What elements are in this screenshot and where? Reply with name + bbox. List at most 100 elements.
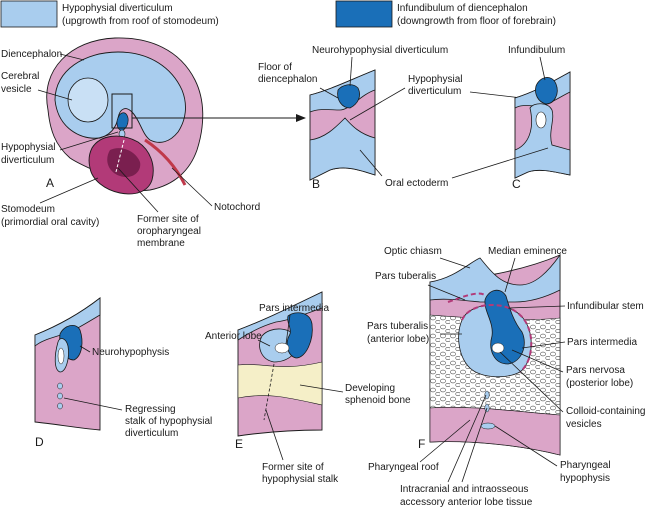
panel-label-b: B [312, 177, 320, 191]
zoom-box [111, 93, 133, 129]
label-stomodeum-1: Stomodeum [1, 204, 55, 215]
leader-former-site [117, 167, 159, 213]
label-colloid-2: vesicles [566, 419, 602, 430]
leader-pars-nervosa [511, 349, 564, 373]
leader-cerebral-vesicle [37, 89, 73, 101]
label-stomodeum-2: (primordial oral cavity) [1, 217, 99, 228]
leader-oral-ectoderm-b [359, 149, 383, 177]
leader-hypophysial-div-c [469, 91, 523, 99]
leader-intracranial-b [461, 407, 488, 483]
label-pars-tub-ant-1: Pars tuberalis [367, 321, 428, 332]
legend-infundibulum-title: Infundibulum of diencephalon [397, 3, 528, 14]
pharynx-lumen [107, 148, 141, 178]
label-intracranial-1: Intracranial and intraosseous [400, 484, 528, 495]
label-former-stalk-1: Former site of [262, 462, 324, 473]
leader-hypophysial-div-b [349, 87, 406, 121]
cerebral-vesicle [67, 77, 109, 123]
panel-c-lumen [535, 111, 547, 129]
leader-pharyngeal-roof [419, 419, 471, 463]
leader-neurohyp-div [349, 56, 353, 87]
label-former-stalk-2: hypophysial stalk [262, 474, 339, 485]
label-cerebral-vesicle-1: Cerebral [1, 71, 39, 82]
label-regressing-1: Regressing [125, 404, 176, 415]
leader-neurohypophysis [79, 345, 91, 353]
panel-f-pars-tuberalis-ring [461, 303, 533, 373]
leader-pars-intermedia-e [285, 314, 291, 345]
panel-d-lumen [57, 347, 65, 365]
label-pars-tub-ant-2: (anterior lobe) [367, 334, 429, 345]
label-hypophysial-div-a-1: Hypophysial [1, 142, 55, 153]
label-oral-ectoderm: Oral ectoderm [385, 178, 448, 189]
panel-b [309, 69, 376, 181]
panel-d-stalk-3 [57, 402, 63, 410]
label-pars-intermedia-e: Pars intermedia [259, 303, 329, 314]
leader-oral-ectoderm-c [451, 147, 549, 179]
panel-f-tuberalis-top [447, 292, 487, 303]
label-neurohyp-div: Neurohypophysial diverticulum [312, 45, 448, 56]
panel-f-pharyngeal-roof [429, 406, 561, 456]
panel-e-former-stalk [263, 363, 275, 421]
panel-f-accessory-1 [484, 390, 490, 400]
label-regressing-3: diverticulum [125, 428, 178, 439]
label-former-site-3: membrane [137, 238, 185, 249]
panel-a-embryo [46, 37, 306, 195]
leader-former-stalk [265, 409, 284, 461]
leader-diencephalon [59, 53, 85, 61]
legend-infundibulum-sub: (downgrowth from floor of forebrain) [397, 16, 556, 27]
label-floor-dien-1: Floor of [258, 62, 292, 73]
leader-developing [299, 384, 344, 393]
panel-f-vesicle [491, 342, 505, 354]
leader-optic-chiasm [439, 257, 471, 269]
panel-b-hypophysial-div [309, 117, 376, 181]
legend-hypophysial-sub: (upgrowth from roof of stomodeum) [62, 16, 219, 27]
leader-anterior-lobe [257, 339, 271, 347]
hypophysial-diverticulum-a [116, 112, 129, 131]
leader-infundibular-stem [507, 305, 566, 309]
label-pharyngeal-roof: Pharyngeal roof [368, 462, 439, 473]
panel-f-pharyngeal-hypophysis [480, 422, 496, 430]
label-infundibulum: Infundibulum [508, 45, 565, 56]
label-pars-tuberalis: Pars tuberalis [375, 271, 436, 282]
label-hypophysial-div-b-2: diverticulum [408, 86, 461, 97]
label-former-site-2: oropharyngeal [137, 226, 201, 237]
panel-d-stalk-2 [57, 392, 63, 400]
label-optic-chiasm: Optic chiasm [384, 246, 442, 257]
label-pars-nervosa-1: Pars nervosa [566, 365, 625, 376]
panel-label-e: E [235, 437, 243, 451]
label-neurohypophysis: Neurohypophysis [92, 347, 169, 358]
former-site-dashed-a [115, 139, 125, 173]
panel-f-brain [429, 253, 561, 303]
label-pars-intermedia-f: Pars intermedia [567, 337, 637, 348]
label-regressing-2: stalk of hypophysial [125, 416, 212, 427]
legend-hypophysial-title: Hypophysial diverticulum [62, 3, 173, 14]
label-hypophysial-div-b-1: Hypophysial [408, 74, 462, 85]
leader-pars-intermedia-f [521, 341, 566, 349]
panel-c-infundibulum [535, 77, 558, 105]
label-colloid-1: Colloid-containing [566, 406, 646, 417]
panel-label-d: D [35, 435, 44, 449]
notochord [144, 138, 187, 186]
panel-e [237, 291, 323, 437]
label-cerebral-vesicle-2: vesicle [1, 84, 32, 95]
legend: Hypophysial diverticulum (upgrowth from … [0, 0, 556, 28]
leader-pharyngeal-hyp [494, 425, 558, 467]
leader-hypophysial-div-a [59, 131, 119, 151]
panel-label-a: A [46, 176, 54, 190]
panel-e-posterior [286, 312, 313, 359]
label-diencephalon: Diencephalon [1, 49, 62, 60]
leader-pars-tuberalis [427, 284, 466, 301]
label-median-eminence: Median eminence [488, 246, 567, 257]
panel-d-stalk-1 [57, 382, 63, 390]
leader-infundibulum [539, 56, 546, 81]
legend-swatch-infundibulum [335, 0, 393, 28]
panel-e-sphenoid [237, 361, 323, 406]
label-intracranial-2: accessory anterior lobe tissue [400, 497, 533, 508]
label-anterior-lobe: Anterior lobe [205, 331, 262, 342]
label-pharyngeal-hyp-2: hypophysis [560, 473, 610, 484]
panel-d [34, 297, 101, 431]
label-floor-dien-2: diencephalon [258, 74, 318, 85]
label-former-site-1: Former site of [137, 214, 199, 225]
label-infundibular-stem: Infundibular stem [567, 301, 644, 312]
label-pharyngeal-hyp-1: Pharyngeal [560, 460, 611, 471]
